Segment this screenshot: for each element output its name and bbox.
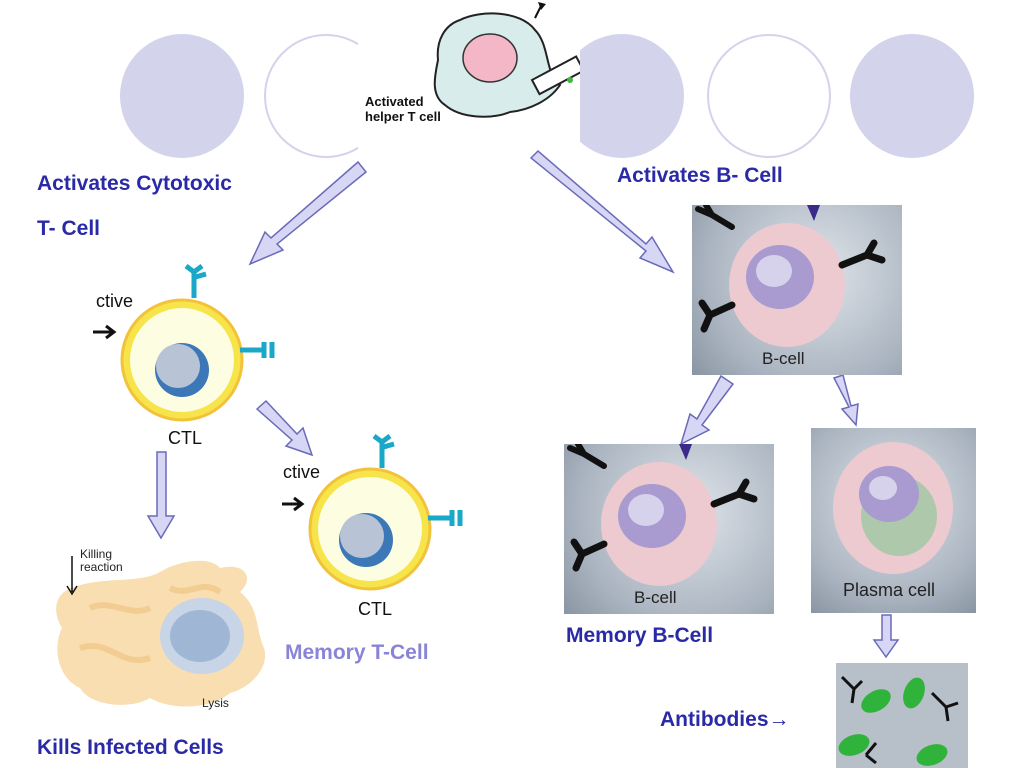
memory-b-cell-caption: Memory B-Cell xyxy=(566,624,714,647)
helper-label-line2: helper T cell xyxy=(365,109,441,124)
memory-t-cell-caption: Memory T-Cell xyxy=(285,641,429,664)
heading-activates-cytotoxic: Activates Cytotoxic xyxy=(37,172,232,195)
arrow-ctl-to-infected xyxy=(146,451,176,540)
decor-circle-4 xyxy=(707,34,831,158)
ctl-name-label: CTL xyxy=(168,428,203,448)
kills-infected-cells-caption: Kills Infected Cells xyxy=(37,736,224,759)
b-cell-name-label: B-cell xyxy=(762,349,805,368)
helper-label-line1: Activated xyxy=(365,94,424,109)
killing-note-line1: Killing xyxy=(80,547,113,561)
arrow-bcell-to-plasma xyxy=(832,374,859,427)
antibodies-image xyxy=(836,663,968,768)
arrow-ctl-to-memory xyxy=(255,399,314,457)
helper-t-cell-label: Activated helper T cell xyxy=(365,94,441,124)
decor-circle-3 xyxy=(580,34,684,158)
killing-reaction-note: Killing reaction xyxy=(80,548,123,574)
plasma-cell-image: Plasma cell xyxy=(811,428,976,613)
ctl-side-text: ctive xyxy=(96,291,134,311)
decor-circle-5 xyxy=(850,34,974,158)
heading-t-cell: T- Cell xyxy=(37,217,101,240)
heading-activates-b-cell: Activates B- Cell xyxy=(617,164,783,187)
plasma-cell-name-label: Plasma cell xyxy=(843,580,936,600)
b-cell-image: B-cell xyxy=(692,205,902,375)
arrow-helper-to-ctl xyxy=(248,160,368,266)
memory-b-cell-image: B-cell xyxy=(564,444,774,614)
arrow-bcell-to-memoryb xyxy=(679,374,735,446)
helper-t-cell-illustration xyxy=(433,2,580,118)
killing-note-line2: reaction xyxy=(80,560,123,574)
lysis-label: Lysis xyxy=(202,696,229,710)
memory-ctl-side-text: ctive xyxy=(283,462,321,482)
memory-b-cell-name-label: B-cell xyxy=(634,588,677,607)
infected-cell-illustration xyxy=(56,556,266,707)
antibodies-caption: Antibodies→ xyxy=(660,708,790,731)
arrow-helper-to-bcell xyxy=(529,149,675,274)
memory-ctl-illustration xyxy=(282,434,463,591)
memory-ctl-name-label: CTL xyxy=(358,599,393,619)
ctl-cell-illustration xyxy=(93,264,275,422)
arrow-plasma-to-antibodies xyxy=(872,614,900,659)
decor-circle-1 xyxy=(120,34,244,158)
